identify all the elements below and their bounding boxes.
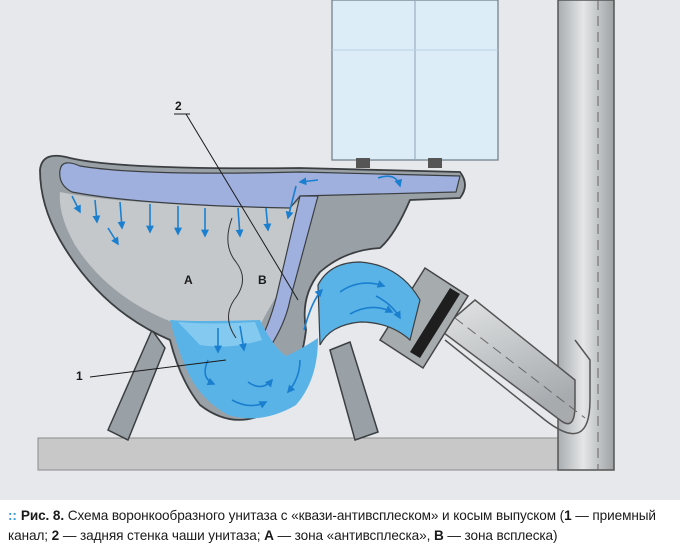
leader-line-1 xyxy=(89,359,227,378)
toilet-cross-section-diagram: 2 1 A B xyxy=(0,0,680,500)
label-zone-a: A xyxy=(184,273,193,287)
caption-key-1: 1 xyxy=(564,508,572,523)
zone-boundary-line xyxy=(227,217,243,339)
slanted-outlet-pipe xyxy=(438,299,591,435)
caption-text-2: — приемный канал; xyxy=(8,508,656,543)
caption-text-4: — зона «антивсплеска», xyxy=(273,528,434,543)
caption-figure-number: Рис. 8. xyxy=(20,508,65,523)
figure-caption: ::Рис. 8. Схема воронкообразного унитаза… xyxy=(8,506,674,546)
caption-key-a: А xyxy=(264,528,274,543)
label-1: 1 xyxy=(76,369,83,383)
label-2: 2 xyxy=(175,99,182,113)
floor xyxy=(37,437,561,471)
caption-marker: :: xyxy=(8,508,17,523)
leader-line-2 xyxy=(185,113,299,301)
caption-key-2: 2 xyxy=(51,528,60,543)
caption-key-b: В xyxy=(433,528,444,543)
caption-text-5: — зона всплеска) xyxy=(443,528,558,543)
cistern-tank xyxy=(331,0,499,168)
caption-text-1: Схема воронкообразного унитаза с «квази-… xyxy=(64,508,565,523)
caption-text-3: — задняя стенка чаши унитаза; xyxy=(59,528,265,543)
label-zone-b: B xyxy=(258,273,267,287)
